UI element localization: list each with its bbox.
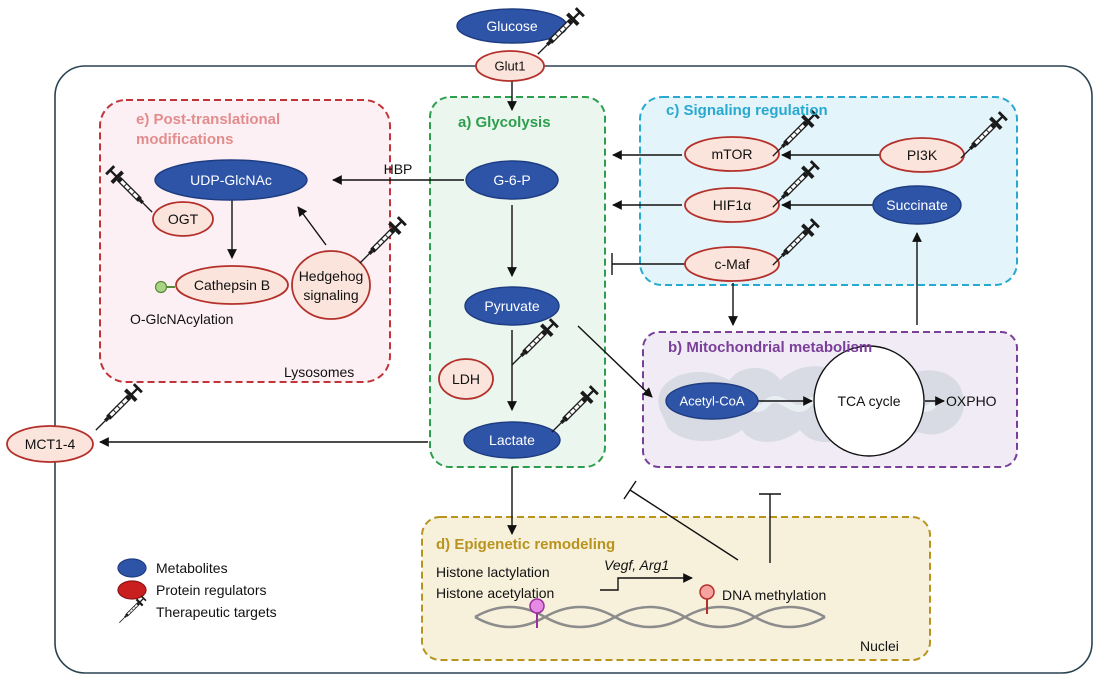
epigenetic-box [421, 516, 931, 661]
gene-transcription-arrow [600, 573, 693, 591]
udp-glcnac-node [154, 159, 308, 201]
tca-cycle-circle [813, 345, 925, 457]
hedgehog-node [291, 250, 371, 320]
hedgehog-label-line1: Hedgehog [299, 268, 364, 284]
mct1-4-label: MCT1-4 [25, 436, 76, 452]
mct1-4-node [6, 425, 94, 463]
legend-therapeutic-targets: Therapeutic targets [156, 604, 277, 620]
o-glcnacylation-label: O-GlcNAcylation [130, 311, 233, 327]
legend-metabolites: Metabolites [156, 560, 228, 576]
oxpho-label: OXPHO [946, 393, 997, 409]
inhibit-dna-methylation-glycolysis [629, 489, 739, 561]
arrow-pyruvate-to-acetylcoa [577, 325, 653, 398]
acetyl-coa-label: Acetyl-CoA [679, 394, 744, 409]
histone-acetylation-label: Histone acetylation [436, 585, 554, 601]
cmaf-label: c-Maf [715, 256, 750, 272]
legend-proteins: Protein regulators [156, 582, 267, 598]
hedgehog-label-line2: signaling [303, 287, 358, 303]
glycolysis-title: a) Glycolysis [458, 114, 551, 131]
signaling-title: c) Signaling regulation [666, 102, 828, 119]
lactate-label: Lactate [489, 432, 535, 448]
cathepsin-b-label: Cathepsin B [194, 277, 270, 293]
pyruvate-label: Pyruvate [484, 298, 539, 314]
histone-lactylation-label: Histone lactylation [436, 564, 550, 580]
hif1a-node [684, 187, 780, 223]
udp-glcnac-label: UDP-GlcNAc [190, 172, 272, 188]
lactylation-lollipop-icon [529, 598, 545, 614]
legend-protein-swatch [117, 580, 147, 600]
dna-strand-1 [474, 605, 826, 629]
glycolysis-box [429, 96, 606, 468]
ptm-title-line1: e) Post-translational [136, 111, 280, 128]
hif1a-label: HIF1α [713, 197, 751, 213]
g6p-label: G-6-P [493, 172, 530, 188]
ldh-label: LDH [452, 371, 480, 387]
mtor-label: mTOR [712, 146, 753, 162]
methylation-lollipop-icon [699, 584, 715, 600]
pyruvate-node [464, 286, 560, 326]
g6p-node [465, 160, 559, 200]
acetyl-coa-node [665, 382, 759, 420]
glut1-node [475, 50, 545, 82]
ptm-title-line2: modifications [136, 131, 234, 148]
genes-label: Vegf, Arg1 [604, 557, 669, 573]
glucose-label: Glucose [486, 18, 538, 34]
legend-metabolite-swatch [117, 558, 147, 578]
ldh-node [438, 358, 494, 400]
epigenetic-title: d) Epigenetic remodeling [436, 536, 615, 553]
dna-methylation-label: DNA methylation [722, 587, 826, 603]
lactate-node [463, 421, 561, 459]
hbp-label: HBP [384, 161, 413, 177]
cell-membrane [54, 65, 1093, 674]
dna-strand-2 [474, 605, 826, 629]
mtor-node [684, 136, 780, 172]
ogt-node [152, 201, 214, 237]
ogt-label: OGT [168, 211, 199, 227]
glcnac-lollipop-icon [154, 280, 168, 294]
syringe-icon [89, 381, 145, 437]
mitochondrial-title: b) Mitochondrial metabolism [668, 339, 872, 356]
succinate-label: Succinate [886, 197, 948, 213]
succinate-node [872, 185, 962, 225]
nuclei-label: Nuclei [860, 638, 899, 654]
cmaf-node [684, 246, 780, 282]
arrow-hedgehog-to-udp [297, 206, 327, 246]
lysosomes-label: Lysosomes [284, 364, 354, 380]
pi3k-label: PI3K [907, 147, 938, 163]
tca-cycle-label: TCA cycle [837, 393, 900, 409]
glut1-label: Glut1 [494, 59, 525, 74]
cathepsin-b-node [175, 265, 289, 305]
